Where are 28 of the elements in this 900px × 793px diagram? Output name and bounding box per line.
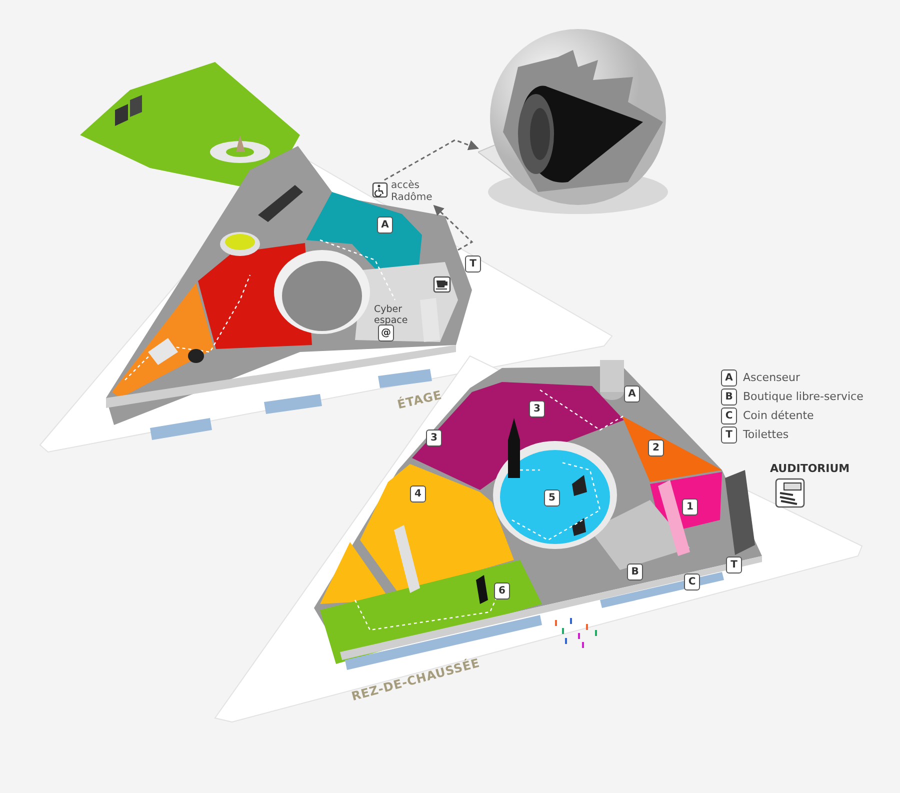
map-marker: A — [377, 216, 393, 234]
legend-text: Boutique libre-service — [743, 390, 864, 403]
map-marker: @ — [378, 324, 394, 342]
floor-label: ÉTAGE — [396, 388, 444, 412]
map-marker: 6 — [494, 582, 510, 600]
map-marker: C — [684, 574, 700, 590]
map-marker: 3 — [529, 400, 545, 418]
map-marker: 4 — [410, 486, 426, 502]
legend-text: Coin détente — [743, 409, 814, 422]
area-heading: AUDITORIUM — [770, 462, 850, 475]
map-marker: A — [624, 386, 640, 402]
map-marker: B — [627, 564, 643, 580]
dashed-arrow — [384, 139, 479, 181]
map-marker: C — [721, 408, 737, 424]
legend-text: Toilettes — [743, 428, 789, 441]
access-text: accès Radôme — [391, 180, 434, 204]
area-label: Cyber espace — [374, 304, 409, 326]
map-marker: 5 — [544, 490, 560, 506]
map-marker: T — [465, 256, 481, 272]
map-marker: 3 — [426, 430, 442, 446]
map-marker: B — [721, 388, 737, 406]
dashed-arrow — [433, 204, 474, 251]
map-marker: 2 — [648, 440, 664, 456]
map-marker: A — [721, 370, 737, 386]
map-marker: 1 — [682, 498, 698, 516]
map-marker: T — [721, 426, 737, 444]
legend-text: Ascenseur — [743, 371, 800, 384]
map-marker: T — [726, 556, 742, 574]
